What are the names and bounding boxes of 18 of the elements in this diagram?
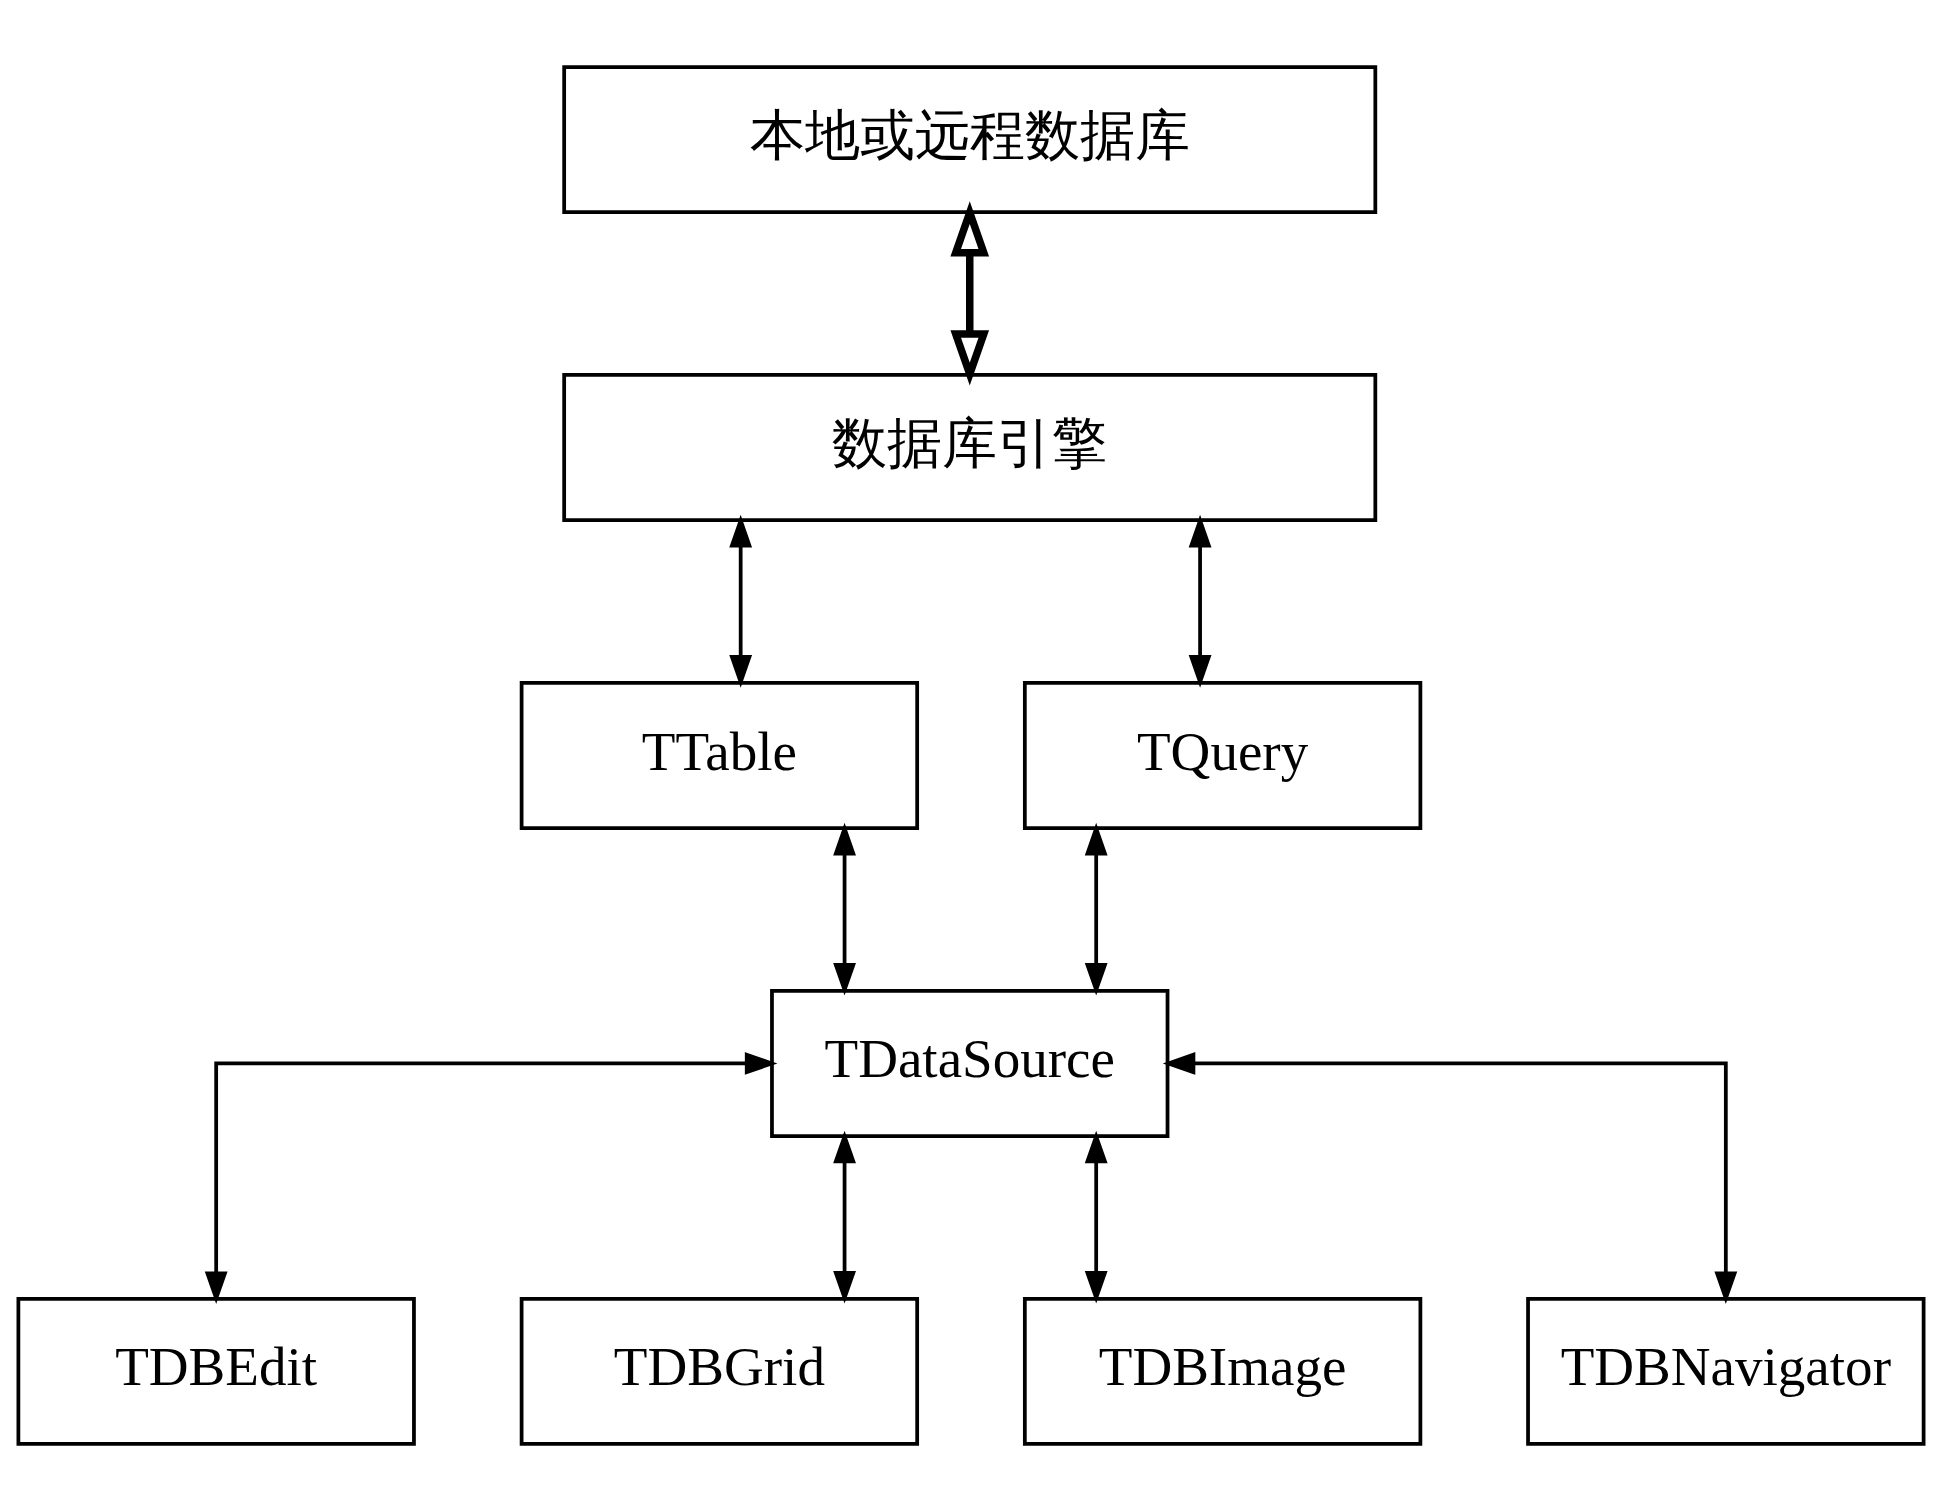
arrow xyxy=(833,822,856,996)
arrow xyxy=(204,1052,778,1305)
arrow xyxy=(833,1130,856,1304)
node-box: TDBImage xyxy=(1022,1296,1423,1446)
node-box: 数据库引擎 xyxy=(562,373,1378,523)
arrow xyxy=(1084,822,1108,996)
arrow xyxy=(1084,1130,1108,1304)
node-box: 本地或远程数据库 xyxy=(562,65,1378,215)
node-box: TDBEdit xyxy=(16,1296,416,1446)
node-box: TDBNavigator xyxy=(1526,1296,1926,1446)
arrow xyxy=(950,201,990,386)
node-box: TQuery xyxy=(1022,681,1423,830)
node-box: TDataSource xyxy=(770,988,1170,1138)
arrow xyxy=(1188,514,1212,688)
arrow xyxy=(1162,1052,1738,1305)
node-box: TTable xyxy=(519,681,920,830)
arrow xyxy=(729,514,753,688)
node-box: TDBGrid xyxy=(519,1296,920,1446)
